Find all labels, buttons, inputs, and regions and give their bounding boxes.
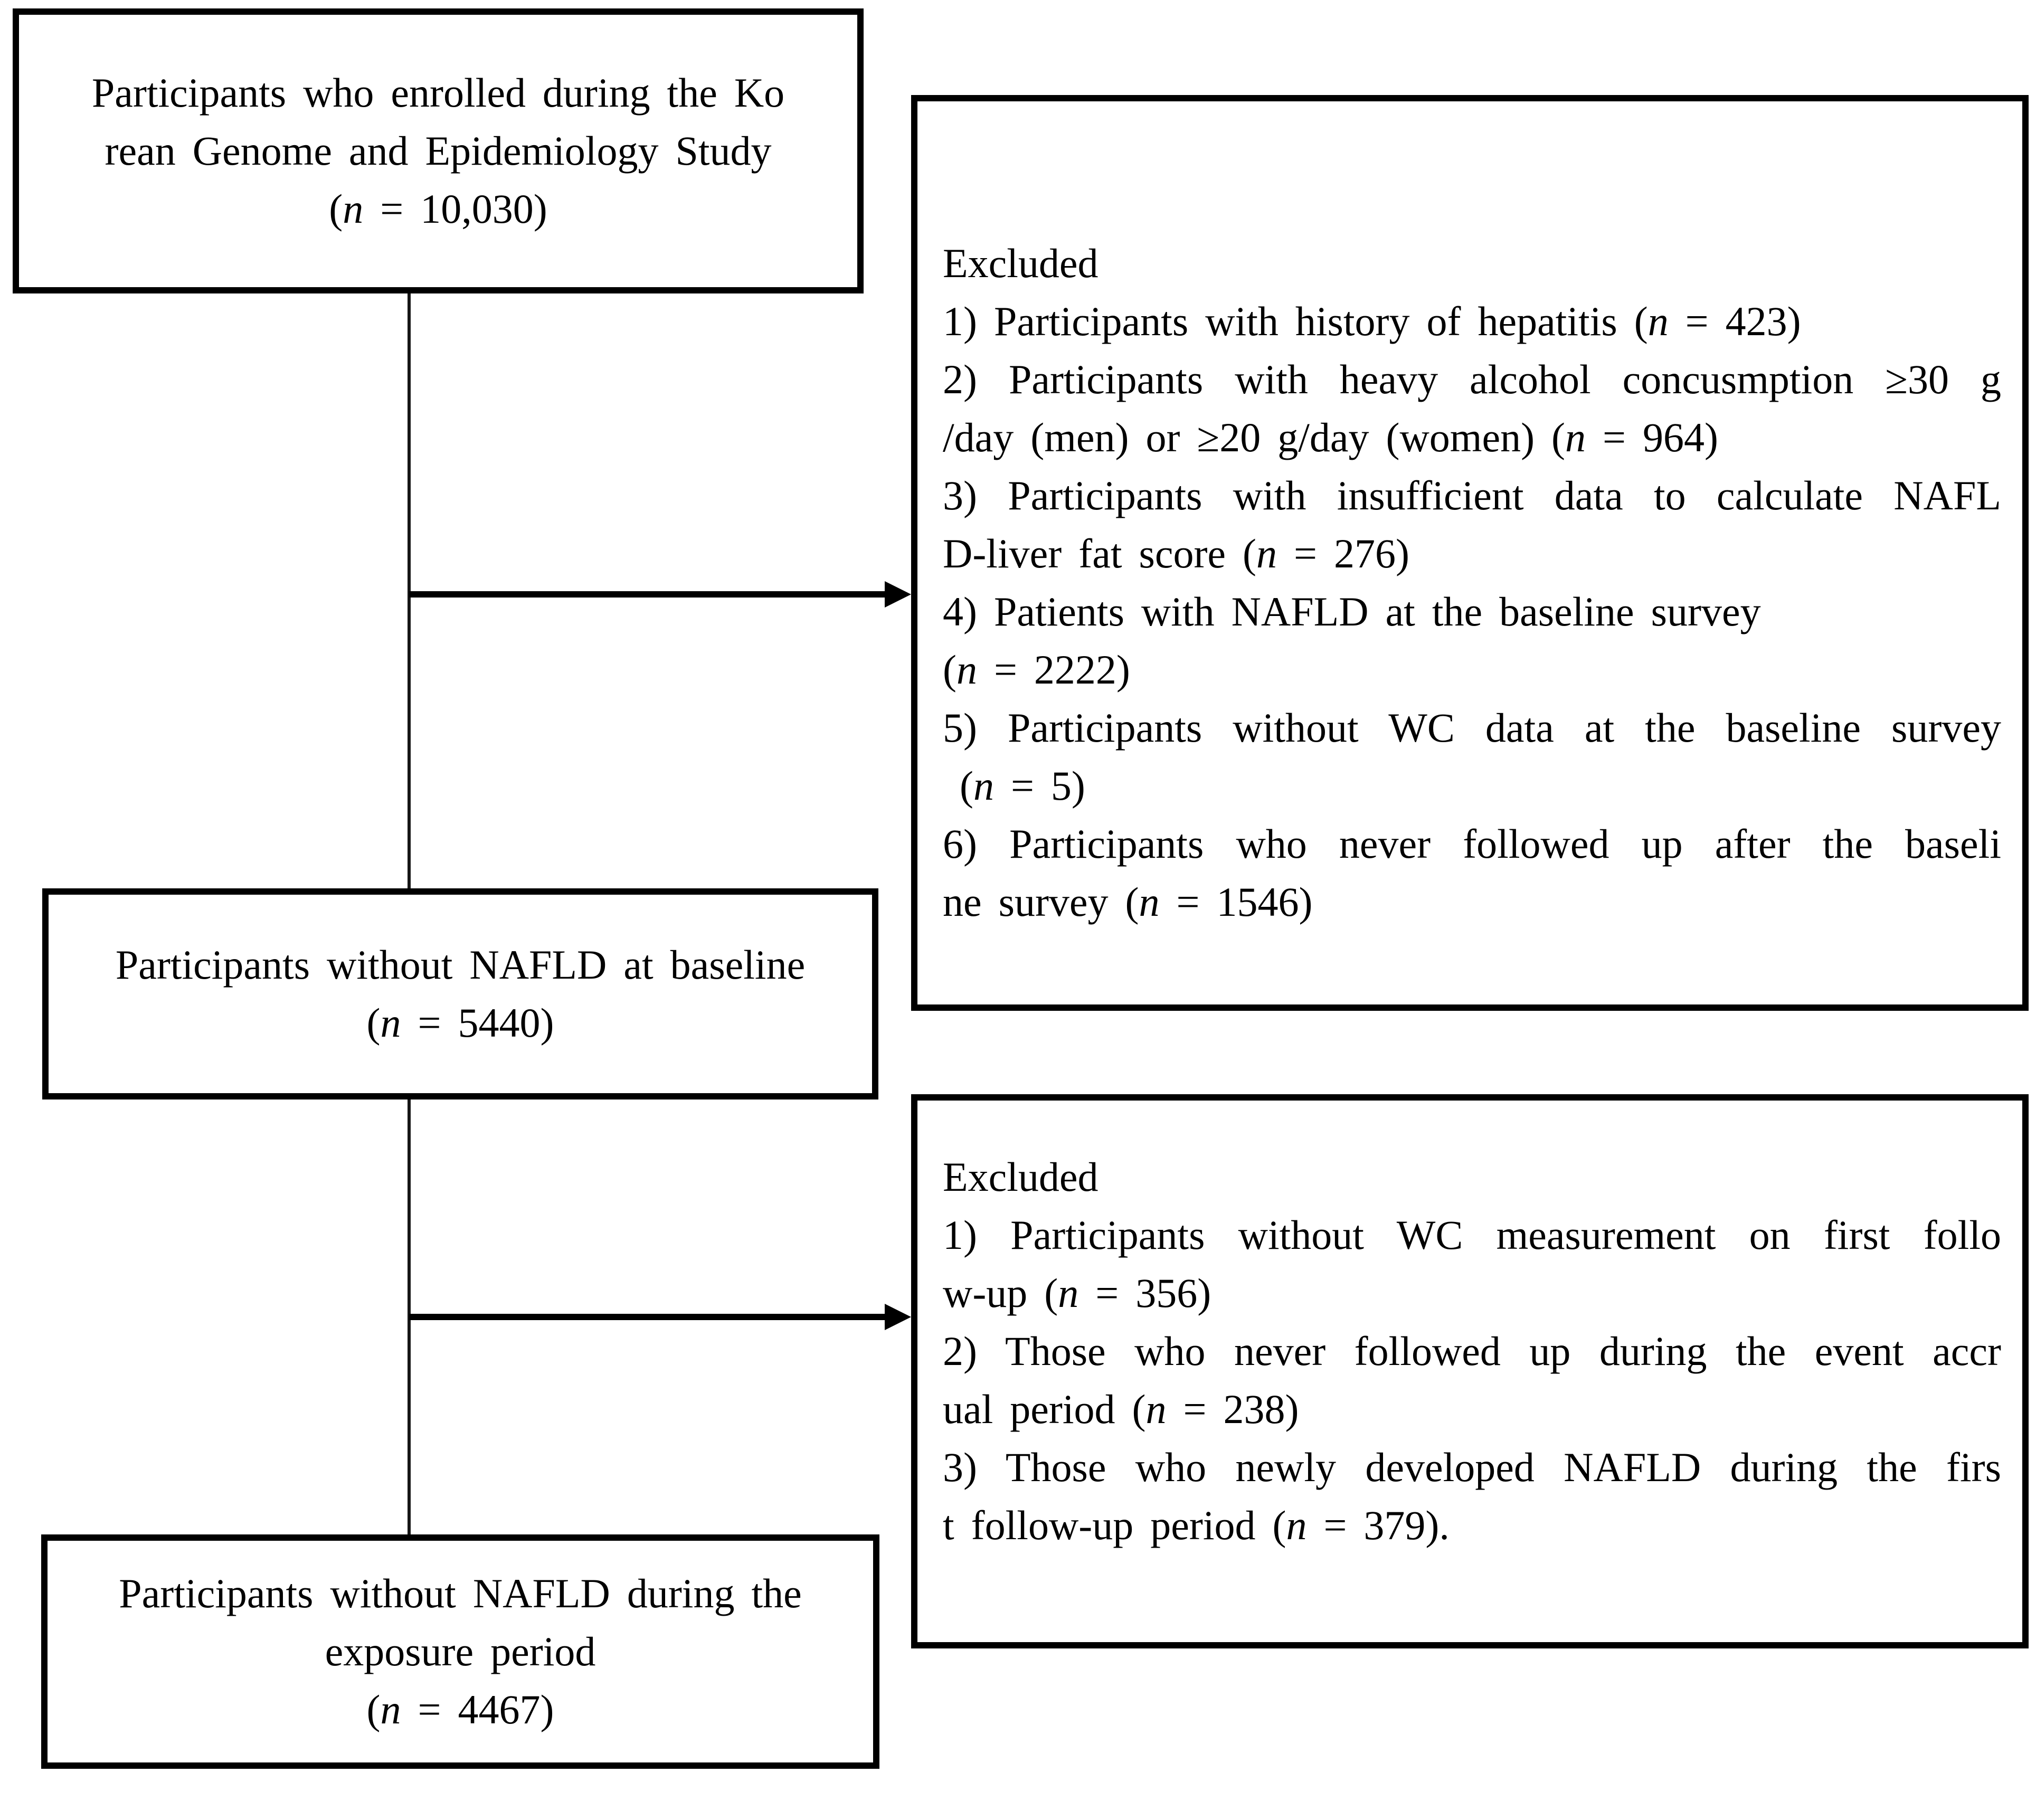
excluded-baseline-item: D-liver fat score (n = 276) [943, 530, 1409, 576]
box-no-nafld-baseline-line: Participants without NAFLD at baseline [115, 942, 806, 988]
arrow-to-excluded-baseline-shaft [409, 591, 890, 598]
excluded-baseline-item: 3) Participants with insufficient data t… [943, 472, 2001, 518]
box-no-nafld-exposure-line: Participants without NAFLD during the [119, 1570, 802, 1616]
excluded-followup-title: Excluded [943, 1154, 1099, 1200]
excluded-baseline-item: 5) Participants without WC data at the b… [943, 705, 2001, 751]
arrow-to-excluded-followup-head-icon [885, 1304, 911, 1330]
box-enrolled-participants: Participants who enrolled during the Ko … [13, 8, 864, 293]
excluded-baseline-title: Excluded [943, 240, 1099, 286]
box-no-nafld-baseline: Participants without NAFLD at baseline (… [42, 888, 878, 1099]
excluded-baseline-item: 6) Participants who never followed up af… [943, 821, 2001, 867]
box-no-nafld-exposure-count: (n = 4467) [366, 1686, 554, 1732]
excluded-followup-item: t follow-up period (n = 379). [943, 1502, 1450, 1548]
excluded-baseline-item: 4) Patients with NAFLD at the baseline s… [943, 589, 1761, 634]
box-excluded-followup: Excluded 1) Participants without WC meas… [911, 1094, 2029, 1648]
box-excluded-baseline: Excluded 1) Participants with history of… [911, 95, 2029, 1011]
arrow-to-excluded-followup-shaft [409, 1314, 890, 1320]
excluded-followup-item: w-up (n = 356) [943, 1270, 1211, 1316]
excluded-followup-item: 1) Participants without WC measurement o… [943, 1212, 2001, 1258]
excluded-followup-item: 3) Those who newly developed NAFLD durin… [943, 1444, 2001, 1490]
box-no-nafld-baseline-count: (n = 5440) [366, 1000, 554, 1046]
excluded-baseline-item: (n = 2222) [943, 647, 1130, 693]
excluded-followup-item: 2) Those who never followed up during th… [943, 1328, 2001, 1374]
box-no-nafld-exposure: Participants without NAFLD during the ex… [41, 1534, 879, 1769]
excluded-baseline-item: 1) Participants with history of hepatiti… [943, 298, 1801, 344]
box-enrolled-count: (n = 10,030) [329, 186, 547, 232]
box-no-nafld-exposure-line: exposure period [325, 1628, 596, 1674]
excluded-followup-item: ual period (n = 238) [943, 1386, 1299, 1432]
excluded-baseline-item: /day (men) or ≥20 g/day (women) (n = 964… [943, 414, 1718, 460]
box-enrolled-line: rean Genome and Epidemiology Study [105, 128, 772, 174]
arrow-to-excluded-baseline-head-icon [885, 581, 911, 608]
box-enrolled-line: Participants who enrolled during the Ko [91, 70, 785, 116]
excluded-baseline-item: ne survey (n = 1546) [943, 879, 1313, 925]
excluded-baseline-item: (n = 5) [943, 763, 1085, 809]
excluded-baseline-item: 2) Participants with heavy alcohol concu… [943, 356, 2001, 402]
